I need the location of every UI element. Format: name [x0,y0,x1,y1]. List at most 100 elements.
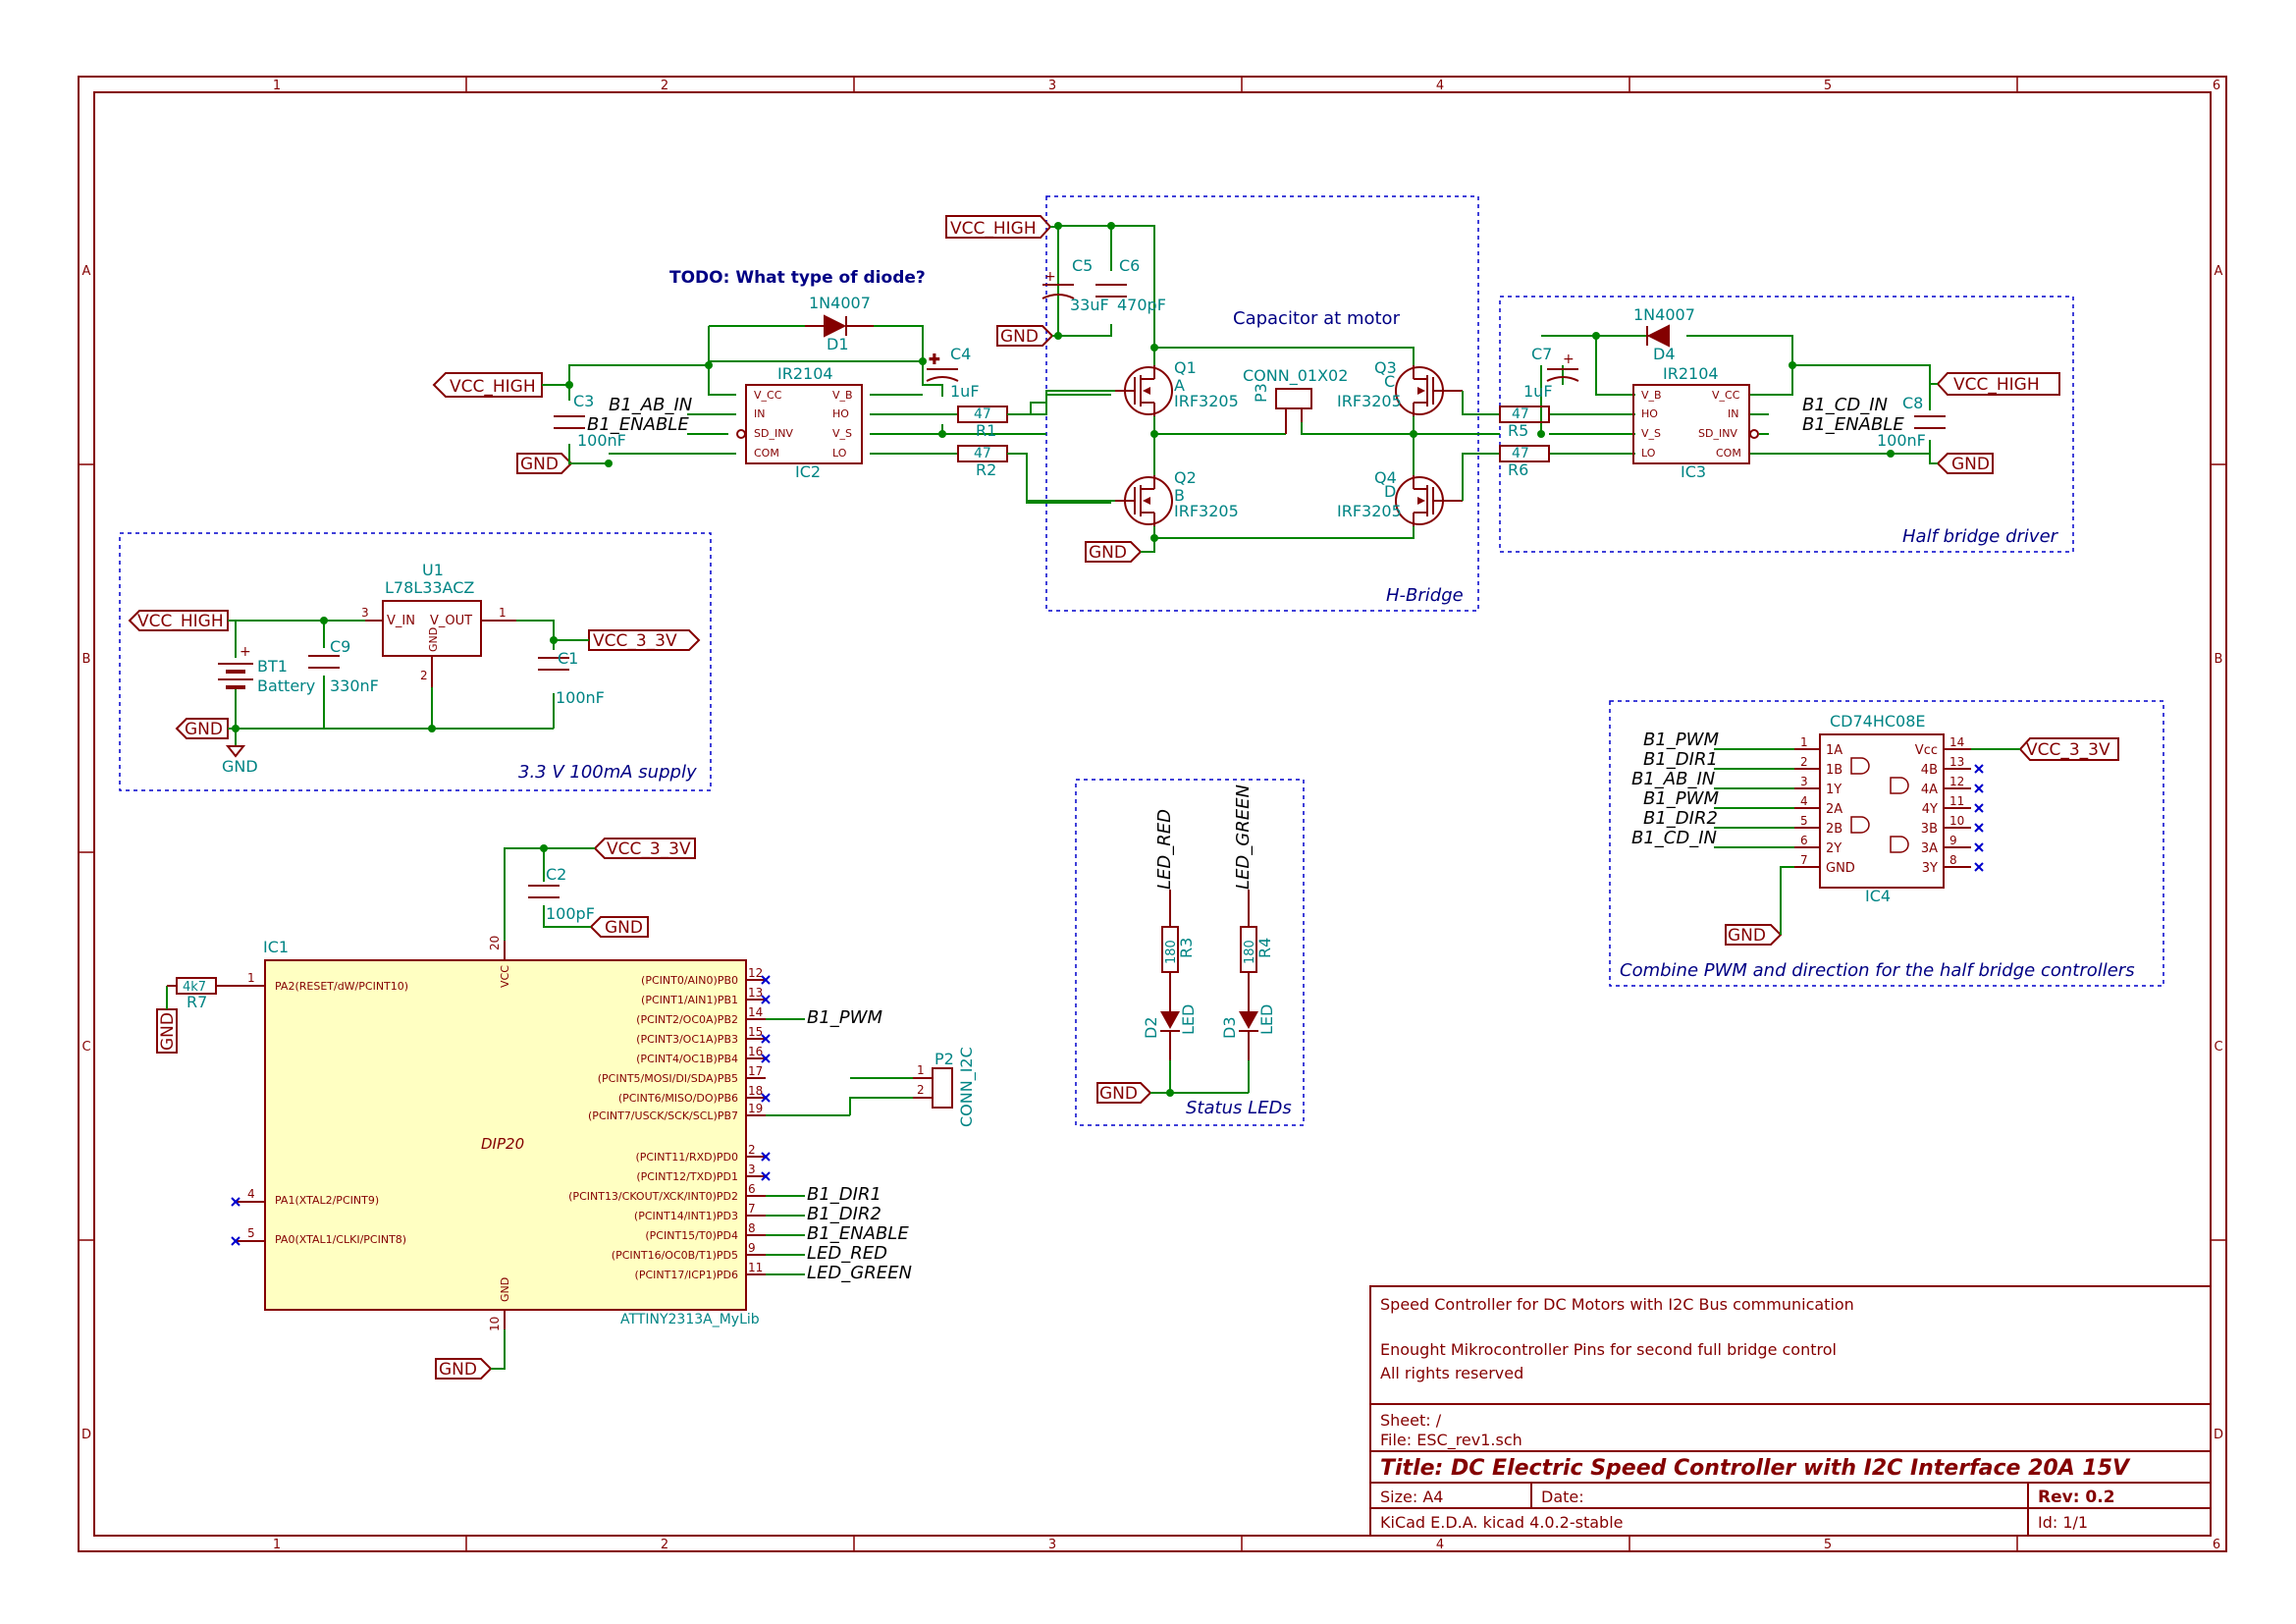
col-label-top: 5 [1824,79,1832,93]
ic1-pin-number: 15 [748,1025,763,1039]
svg-text:PA1(XTAL2/PCINT9): PA1(XTAL2/PCINT9) [275,1194,379,1207]
svg-text:R5: R5 [1508,421,1528,440]
svg-text:VCC_HIGH: VCC_HIGH [950,219,1037,239]
global-label-gnd-ab: GND [516,453,573,474]
svg-text:VCC_HIGH: VCC_HIGH [137,612,224,631]
ic4-pin-number: 14 [1949,735,1964,749]
net-label-b1-cd-in: B1_CD_IN [1802,395,1888,415]
junction-dot [1592,332,1600,340]
nc-mark [1974,862,1984,872]
ic1-pin-number: 2 [748,1143,756,1157]
title-block: Speed Controller for DC Motors with I2C … [1369,1285,2212,1537]
svg-text:VCC_3_3V: VCC_3_3V [2026,740,2110,760]
svg-text:V_S: V_S [1641,427,1661,440]
title-text: Title: DC Electric Speed Controller with… [1380,1456,2131,1481]
junction-dot [320,617,328,624]
row-label-right: B [2215,652,2223,667]
svg-text:VCC_3_3V: VCC_3_3V [593,631,677,651]
ic1-pin-name: (PCINT11/RXD)PD0 [635,1151,738,1164]
inner-frame [93,91,2212,1537]
svg-text:IR2104: IR2104 [777,364,833,383]
ic1-attiny2313: IC1 ATTINY2313A_MyLib DIP20 PA2(RESET/dW… [236,936,771,1331]
col-label-bottom: 2 [661,1538,668,1552]
nc-mark [1974,764,1984,774]
global-label-gnd-leds: GND [1096,1082,1152,1104]
row-label-right: D [2214,1428,2223,1442]
ic4-net-labels: B1_PWM B1_DIR1 B1_AB_IN B1_PWM B1_DIR2 B… [1631,730,1719,848]
row-label-left: D [81,1428,91,1442]
svg-text:B: B [1174,486,1185,505]
svg-text:SD_INV: SD_INV [754,427,793,440]
ic1-pin-name: (PCINT5/MOSI/DI/SDA)PB5 [598,1072,738,1085]
nc-marks-ic1-left [231,1197,240,1246]
wires-supply [228,620,589,746]
net-label-led-green: LED_GREEN [1233,785,1254,890]
svg-text:VCC_3_3V: VCC_3_3V [607,839,691,859]
capacitor-c9: C9 330nF [308,637,379,695]
capacitor-c7: + C7 1uF [1523,345,1579,401]
ic1-pin-name: (PCINT3/OC1A)PB3 [636,1033,738,1046]
junction-dot [550,636,558,644]
svg-text:V_CC: V_CC [754,389,782,402]
ic1-pin-number: 14 [748,1005,763,1019]
svg-text:1N4007: 1N4007 [809,294,871,312]
mosfet-q2: Q2 B IRF3205 [1115,468,1239,526]
global-label-vcc-high-supply: VCC_HIGH [128,610,229,631]
ic4-pin-name: 4A [1921,783,1938,797]
svg-text:C5: C5 [1072,256,1093,275]
nc-mark [761,975,771,985]
svg-text:L78L33ACZ: L78L33ACZ [385,578,474,597]
svg-text:GND: GND [427,627,440,652]
ic1-pin-number: 18 [748,1084,763,1098]
ic4-pin-name: 1A [1826,743,1842,758]
ic4-pin-name: 3B [1921,822,1938,837]
svg-text:COM: COM [1716,447,1741,460]
ic4-pin-name: 2A [1826,802,1842,817]
net-label-b1-pwm-2a: B1_PWM [1643,788,1719,809]
svg-text:10: 10 [488,1317,502,1331]
col-label-top: 1 [273,79,281,93]
half-bridge-note: Half bridge driver [1902,526,2059,547]
svg-text:BT1: BT1 [257,657,288,676]
ic1-pin-number: 8 [748,1221,756,1235]
ic1-pin-number: 17 [748,1064,763,1078]
net-label-b1-dir2-2b: B1_DIR2 [1643,808,1718,829]
led-green-branch: LED_GREEN 180 R4 D3 LED [1220,785,1276,1060]
svg-text:GND: GND [1000,327,1039,347]
ic1-pin-name: (PCINT12/TXD)PD1 [636,1170,738,1183]
ic1-pin-name: (PCINT7/USCK/SCK/SCL)PB7 [588,1110,738,1122]
svg-text:V_S: V_S [832,427,852,440]
ic1-pin-name: (PCINT14/INT1)PD3 [634,1210,738,1222]
supply-note: 3.3 V 100mA supply [518,762,697,783]
junction-dot [1107,222,1115,230]
row-label-left: A [82,264,91,279]
status-leds-note: Status LEDs [1186,1098,1292,1118]
junction-dot [1150,344,1158,352]
title-id: Id: 1/1 [2038,1513,2088,1532]
ic1-pin-name: (PCINT17/ICP1)PD6 [635,1269,738,1281]
row-label-right: A [2215,264,2223,279]
svg-text:1: 1 [917,1063,925,1077]
ic1-pin-number: 12 [748,966,763,980]
svg-text:HO: HO [1641,407,1658,420]
svg-text:R3: R3 [1177,938,1196,958]
mosfet-q1: Q1 A IRF3205 [1115,358,1239,416]
svg-text:VCC_HIGH: VCC_HIGH [1953,375,2040,395]
svg-text:C9: C9 [330,637,350,656]
svg-text:V_B: V_B [1641,389,1662,402]
outer-frame [78,76,2227,1552]
svg-text:V_IN: V_IN [387,614,415,628]
svg-text:Battery: Battery [257,677,315,695]
col-label-top: 4 [1436,79,1444,93]
svg-text:D3: D3 [1220,1017,1239,1040]
ic4-pin-number: 4 [1800,794,1808,808]
row-label-left: B [82,652,91,667]
junction-dot [1537,430,1545,438]
net-label-led-red: LED_RED [1154,809,1175,890]
global-label-gnd-ic4: GND [1725,924,1783,946]
svg-text:+: + [240,644,251,660]
global-label-gnd-supply: GND [175,718,229,739]
svg-text:2: 2 [420,669,428,682]
capacitor-c4: + C4 1uF [926,345,980,401]
